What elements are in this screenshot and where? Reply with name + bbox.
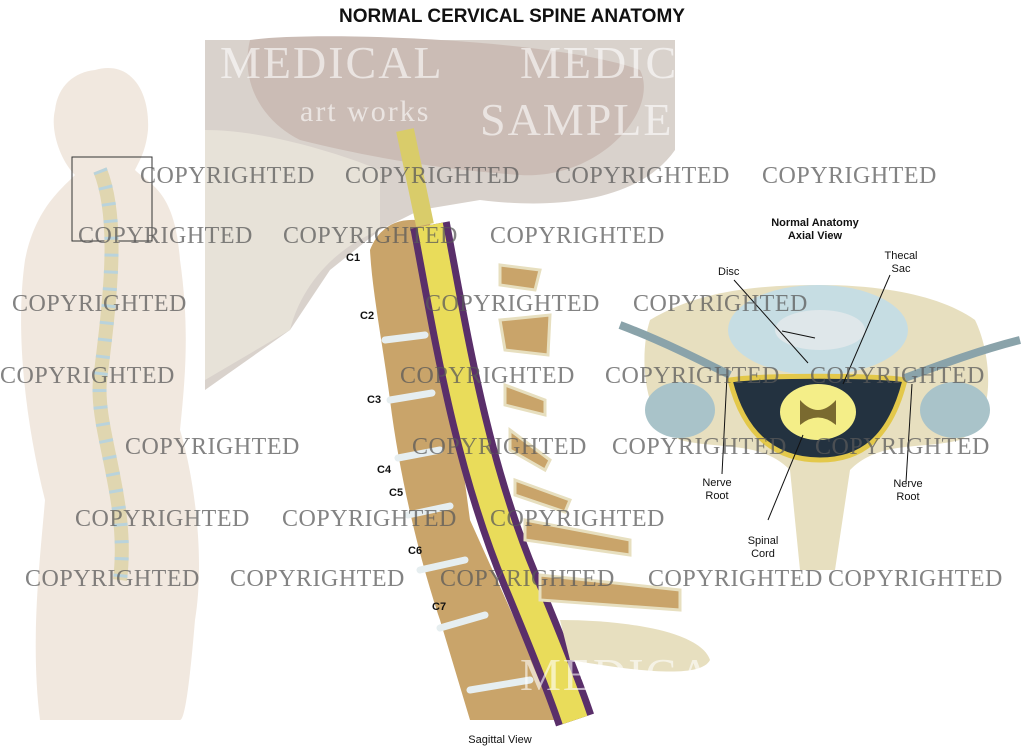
watermark-copyright: COPYRIGHTED	[648, 566, 823, 592]
label-c4: C4	[377, 464, 392, 476]
axial-title-line1: Normal Anatomy	[771, 217, 859, 229]
label-disc: Disc	[718, 266, 740, 278]
watermark-copyright: COPYRIGHTED	[345, 163, 520, 189]
axial-view	[618, 274, 1021, 570]
label-spinal-cord-line1: Spinal	[747, 535, 779, 547]
label-nerve-root-right-line1: Nerve	[893, 478, 923, 490]
watermark-copyright: COPYRIGHTED	[25, 566, 200, 592]
label-c2: C2	[360, 310, 375, 322]
watermark-copyright: COPYRIGHTED	[125, 434, 300, 460]
watermark-copyright: COPYRIGHTED	[490, 223, 665, 249]
watermark-logo: MEDICAL	[520, 37, 744, 88]
watermark-copyright: COPYRIGHTED	[75, 506, 250, 532]
axial-title-line2: Axial View	[787, 230, 843, 242]
label-nerve-root-left-line2: Root	[705, 490, 729, 502]
watermark-copyright: COPYRIGHTED	[230, 566, 405, 592]
watermark-copyright: COPYRIGHTED	[425, 291, 600, 317]
sagittal-view-caption: Sagittal View	[468, 734, 532, 746]
watermark-copyright: COPYRIGHTED	[400, 363, 575, 389]
label-c3: C3	[367, 394, 382, 406]
watermark-copyright: COPYRIGHTED	[605, 363, 780, 389]
watermark-copyright: COPYRIGHTED	[140, 163, 315, 189]
watermark-copyright: COPYRIGHTED	[283, 223, 458, 249]
watermark-copyright: COPYRIGHTED	[810, 363, 985, 389]
label-thecal-sac: Thecal Sac	[876, 250, 926, 276]
axial-title: Normal Anatomy Axial View	[730, 217, 900, 243]
label-c7: C7	[432, 601, 447, 613]
watermark-copyright: COPYRIGHTED	[612, 434, 787, 460]
sagittal-view	[205, 36, 710, 727]
diagram-title: NORMAL CERVICAL SPINE ANATOMY	[339, 6, 685, 27]
label-c5: C5	[389, 487, 404, 499]
watermark-copyright: COPYRIGHTED	[633, 291, 808, 317]
watermark-copyright: COPYRIGHTED	[828, 566, 1003, 592]
watermark-copyright: COPYRIGHTED	[78, 223, 253, 249]
label-thecal-sac-line2: Sac	[891, 263, 911, 275]
watermark-copyright: COPYRIGHTED	[412, 434, 587, 460]
watermark-logo: MEDICAL	[220, 37, 444, 88]
label-spinal-cord-line2: Cord	[751, 548, 775, 560]
watermark-copyright: COPYRIGHTED	[815, 434, 990, 460]
watermark-sample: SAMPLE	[480, 94, 674, 145]
body-silhouette	[21, 68, 200, 721]
label-nerve-root-left: Nerve Root	[695, 477, 739, 503]
label-c1: C1	[346, 252, 361, 264]
watermark-copyright: COPYRIGHTED	[762, 163, 937, 189]
watermark-copyright: COPYRIGHTED	[282, 506, 457, 532]
watermark-copyright: COPYRIGHTED	[440, 566, 615, 592]
watermark-logo: art works	[300, 95, 431, 128]
watermark-copyright: COPYRIGHTED	[0, 363, 175, 389]
label-spinal-cord: Spinal Cord	[740, 535, 786, 561]
label-nerve-root-right: Nerve Root	[886, 478, 930, 504]
watermark-copyright: COPYRIGHTED	[12, 291, 187, 317]
label-c6: C6	[408, 545, 423, 557]
watermark-copyright: COPYRIGHTED	[555, 163, 730, 189]
label-nerve-root-left-line1: Nerve	[702, 477, 732, 489]
watermark-copyright: COPYRIGHTED	[490, 506, 665, 532]
label-nerve-root-right-line2: Root	[896, 491, 920, 503]
watermark-logo: MEDICAL	[520, 649, 744, 700]
label-thecal-sac-line1: Thecal	[884, 250, 918, 262]
